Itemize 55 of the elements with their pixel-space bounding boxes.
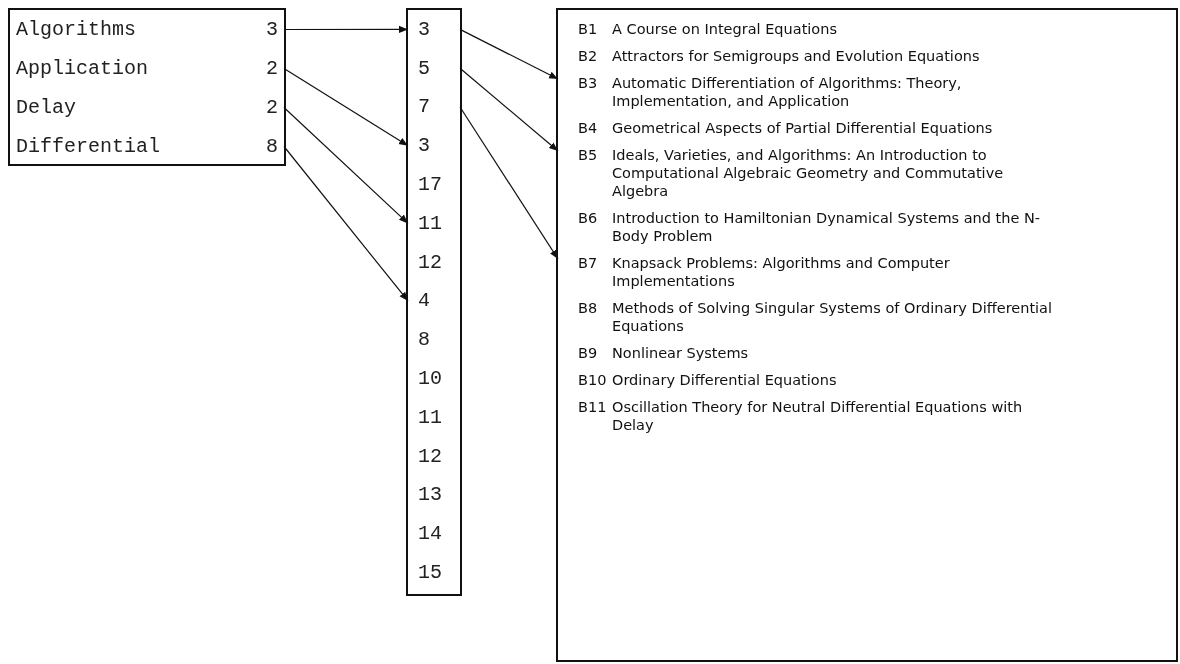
term-word: Algorithms (16, 18, 137, 41)
document-title: Methods of Solving Singular Systems of Ordinary Differential Equations (612, 299, 1054, 335)
document-id: B5 (578, 146, 599, 165)
posting-number: 12 (418, 444, 442, 468)
document-list-panel (556, 8, 1178, 662)
posting-number: 3 (418, 17, 430, 41)
posting-number: 11 (418, 211, 442, 235)
posting-number: 14 (418, 522, 442, 546)
posting-number: 3 (418, 134, 430, 158)
arrow (283, 106, 409, 224)
arrow (283, 25, 409, 33)
document-title: A Course on Integral Equations (612, 20, 838, 38)
document-id: B11 (578, 398, 608, 417)
arrow (283, 145, 409, 302)
term-table-panel (8, 8, 286, 166)
term-frequency: 2 (266, 57, 278, 80)
posting-number: 13 (418, 483, 442, 507)
posting-number: 5 (418, 56, 430, 80)
document-title: Ordinary Differential Equations (612, 371, 838, 389)
term-frequency: 8 (266, 135, 278, 158)
document-id: B8 (578, 299, 599, 318)
document-title: Geometrical Aspects of Partial Differential Equations (612, 119, 994, 137)
document-id: B2 (578, 47, 599, 65)
posting-number: 7 (418, 95, 430, 119)
document-title: Knapsack Problems: Algorithms and Computer Implementations (612, 254, 951, 290)
posting-number: 12 (418, 250, 442, 274)
document-title: Attractors for Semigroups and Evolution Equations (612, 47, 981, 65)
posting-number: 10 (418, 367, 442, 391)
document-id: B4 (578, 119, 599, 137)
posting-list-panel (406, 8, 462, 596)
arrow (283, 67, 409, 147)
document-id: B1 (578, 20, 599, 38)
document-id: B3 (578, 74, 599, 93)
term-word: Application (16, 57, 149, 80)
posting-number: 11 (418, 405, 442, 429)
posting-number: 8 (418, 328, 430, 352)
document-title: Oscillation Theory for Neutral Differential Equations with Delay (612, 398, 1024, 434)
document-title: Introduction to Hamiltonian Dynamical Systems and the N-Body Problem (612, 209, 1042, 245)
document-title: Automatic Differentiation of Algorithms: Theory, Implementation, and Application (612, 74, 963, 110)
arrow (459, 67, 559, 152)
term-word: Differential (16, 135, 161, 158)
term-word: Delay (16, 96, 76, 119)
arrow (459, 106, 559, 260)
document-id: B10 (578, 371, 608, 389)
posting-number: 15 (418, 561, 442, 585)
document-id: B6 (578, 209, 599, 228)
document-id: B7 (578, 254, 599, 273)
arrow (459, 28, 559, 80)
posting-number: 4 (418, 289, 430, 313)
term-frequency: 2 (266, 96, 278, 119)
document-id: B9 (578, 344, 599, 362)
document-title: Nonlinear Systems (612, 344, 750, 362)
posting-number: 17 (418, 173, 442, 197)
document-title: Ideals, Varieties, and Algorithms: An Introduction to Computational Algebraic Geometry and Commutative Algebra (612, 146, 1005, 200)
term-frequency: 3 (266, 18, 278, 41)
